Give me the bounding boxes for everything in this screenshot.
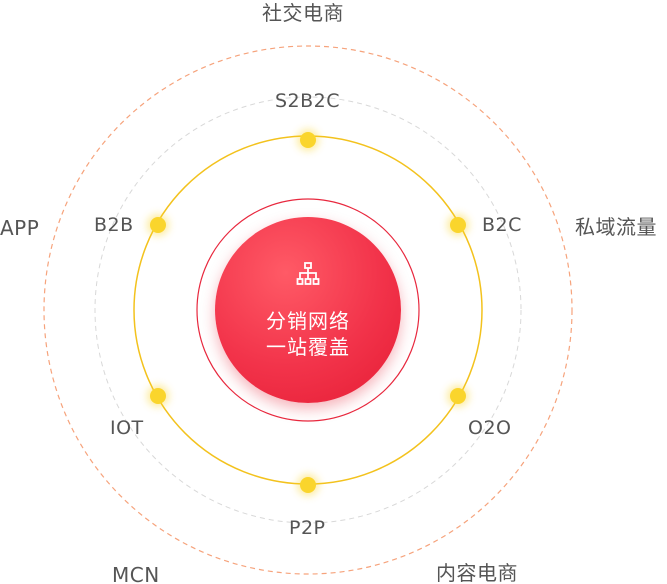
label-content-ecommerce: 内容电商 bbox=[436, 561, 518, 584]
core-outline-ring bbox=[196, 198, 420, 422]
core-title-line2: 一站覆盖 bbox=[266, 335, 350, 359]
label-private-traffic: 私域流量 bbox=[575, 215, 657, 239]
middle-dashed-ring bbox=[94, 96, 522, 524]
dot-b2c bbox=[450, 217, 466, 233]
label-mcn: MCN bbox=[112, 563, 160, 584]
dot-s2b2c bbox=[300, 132, 316, 148]
label-o2o: O2O bbox=[468, 417, 512, 439]
outer-dashed-ring bbox=[43, 45, 573, 575]
label-s2b2c: S2B2C bbox=[275, 90, 341, 112]
core-circle: 分销网络 一站覆盖 bbox=[215, 217, 401, 403]
label-social-ecommerce: 社交电商 bbox=[262, 1, 344, 25]
dot-iot bbox=[150, 388, 166, 404]
label-b2c: B2C bbox=[482, 214, 522, 236]
label-b2b: B2B bbox=[94, 214, 134, 236]
dot-b2b bbox=[150, 217, 166, 233]
org-chart-icon bbox=[296, 262, 320, 285]
label-app: APP bbox=[0, 216, 40, 240]
label-iot: IOT bbox=[110, 417, 144, 439]
core-title-line1: 分销网络 bbox=[266, 309, 350, 333]
dot-p2p bbox=[300, 477, 316, 493]
dot-o2o bbox=[450, 388, 466, 404]
label-p2p: P2P bbox=[289, 517, 326, 539]
